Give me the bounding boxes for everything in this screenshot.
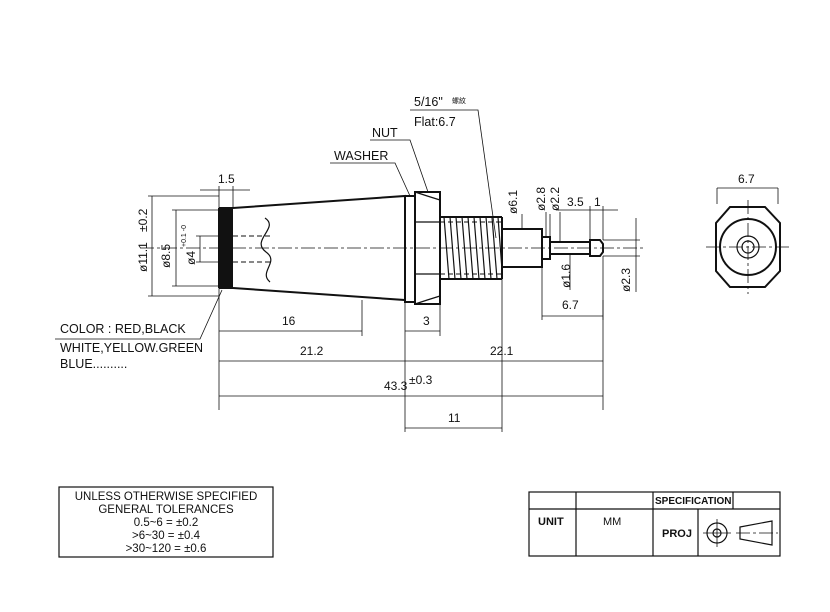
end-view-dim: 6.7 (738, 172, 755, 186)
dim-3: 3 (423, 314, 430, 328)
dim-6-1: ø6.1 (506, 190, 520, 214)
dim-3-5: 3.5 (567, 195, 584, 209)
color-leader (55, 289, 223, 340)
flat-label: Flat:6.7 (414, 115, 456, 129)
projection-cone-icon (739, 520, 773, 546)
tol-line-3: 0.5~6 = ±0.2 (134, 517, 199, 529)
washer-label: WASHER (334, 149, 388, 163)
dim-43-3: 43.3 (384, 379, 408, 393)
unit-value: MM (603, 516, 621, 528)
thread-suffix: 螺紋 (452, 96, 466, 105)
dim-21-2: 21.2 (300, 344, 324, 358)
dim-4-tol: +0.1 -0 (181, 225, 188, 247)
dimension-lines (55, 109, 640, 432)
nut-leader (370, 139, 429, 193)
dim-11-1: ø11.1 (136, 242, 150, 272)
dim-22-1: 22.1 (490, 344, 514, 358)
dim-16: 16 (282, 314, 296, 328)
dim-2-2: ø2.2 (548, 187, 562, 211)
dim-43-3-tol: ±0.3 (409, 373, 433, 387)
dim-8-5: ø8.5 (159, 244, 173, 268)
dim-4: ø4 (184, 251, 198, 265)
hex-outline (715, 206, 781, 288)
end-view: 6.7 (706, 172, 790, 294)
nut-label: NUT (372, 126, 398, 140)
spec-label: SPECIFICATION (655, 496, 731, 507)
title-block: SPECIFICATION UNIT MM PROJ (528, 491, 781, 557)
dim-6-7: 6.7 (562, 298, 579, 312)
unit-label: UNIT (538, 516, 564, 528)
dim-11-1-tol: ±0.2 (136, 208, 150, 232)
dim-11: 11 (448, 411, 461, 425)
thread-leader (410, 109, 497, 239)
washer (404, 195, 416, 303)
washer-leader (330, 162, 411, 197)
tol-line-4: >6~30 = ±0.4 (132, 530, 201, 542)
color-line-1: COLOR : RED,BLACK (60, 322, 186, 336)
pin-tip (589, 239, 604, 257)
proj-label: PROJ (662, 528, 692, 540)
tol-line-2: GENERAL TOLERANCES (98, 504, 234, 516)
dim-2-3: ø2.3 (619, 268, 633, 292)
color-line-2: WHITE,YELLOW.GREEN (60, 341, 203, 355)
dim-2-8: ø2.8 (534, 187, 548, 211)
dimension-texts: 1.5 ø11.1 ±0.2 ø8.5 ø4 +0.1 -0 ø6.1 ø2.8… (136, 172, 633, 425)
dim-1-5: 1.5 (218, 172, 235, 186)
thread-label: 5/16" (414, 95, 443, 109)
tolerance-box: UNLESS OTHERWISE SPECIFIED GENERAL TOLER… (58, 486, 274, 558)
color-band (219, 208, 233, 288)
break-line (260, 217, 272, 283)
thread (440, 216, 503, 280)
dim-1: 1 (594, 195, 601, 209)
callouts: 5/16" 螺紋 Flat:6.7 NUT WASHER COLOR : RED… (60, 95, 466, 371)
tol-line-5: >30~120 = ±0.6 (126, 543, 207, 555)
dim-1-6: ø1.6 (559, 264, 573, 288)
color-line-3: BLUE.......... (60, 357, 127, 371)
tol-line-1: UNLESS OTHERWISE SPECIFIED (75, 491, 258, 503)
